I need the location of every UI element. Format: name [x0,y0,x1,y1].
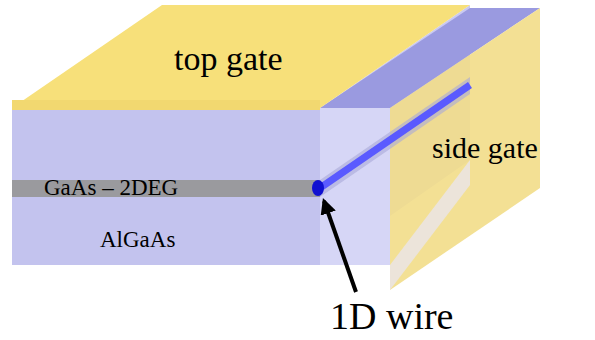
layer-label: AlGaAs [100,228,175,251]
gate-label: top gate [174,42,283,76]
1d-wire-end [312,180,324,196]
gate-label: side gate [432,133,538,163]
algaas-front [12,110,320,265]
leader-arrow [324,201,356,292]
side-gate-bottom [390,160,470,290]
layer-label: GaAs – 2DEG [44,176,178,199]
top-gate-edge [12,100,320,110]
top-gate [12,5,470,108]
side-gate-plate [390,8,540,290]
callout-label: 1D wire [330,297,453,335]
